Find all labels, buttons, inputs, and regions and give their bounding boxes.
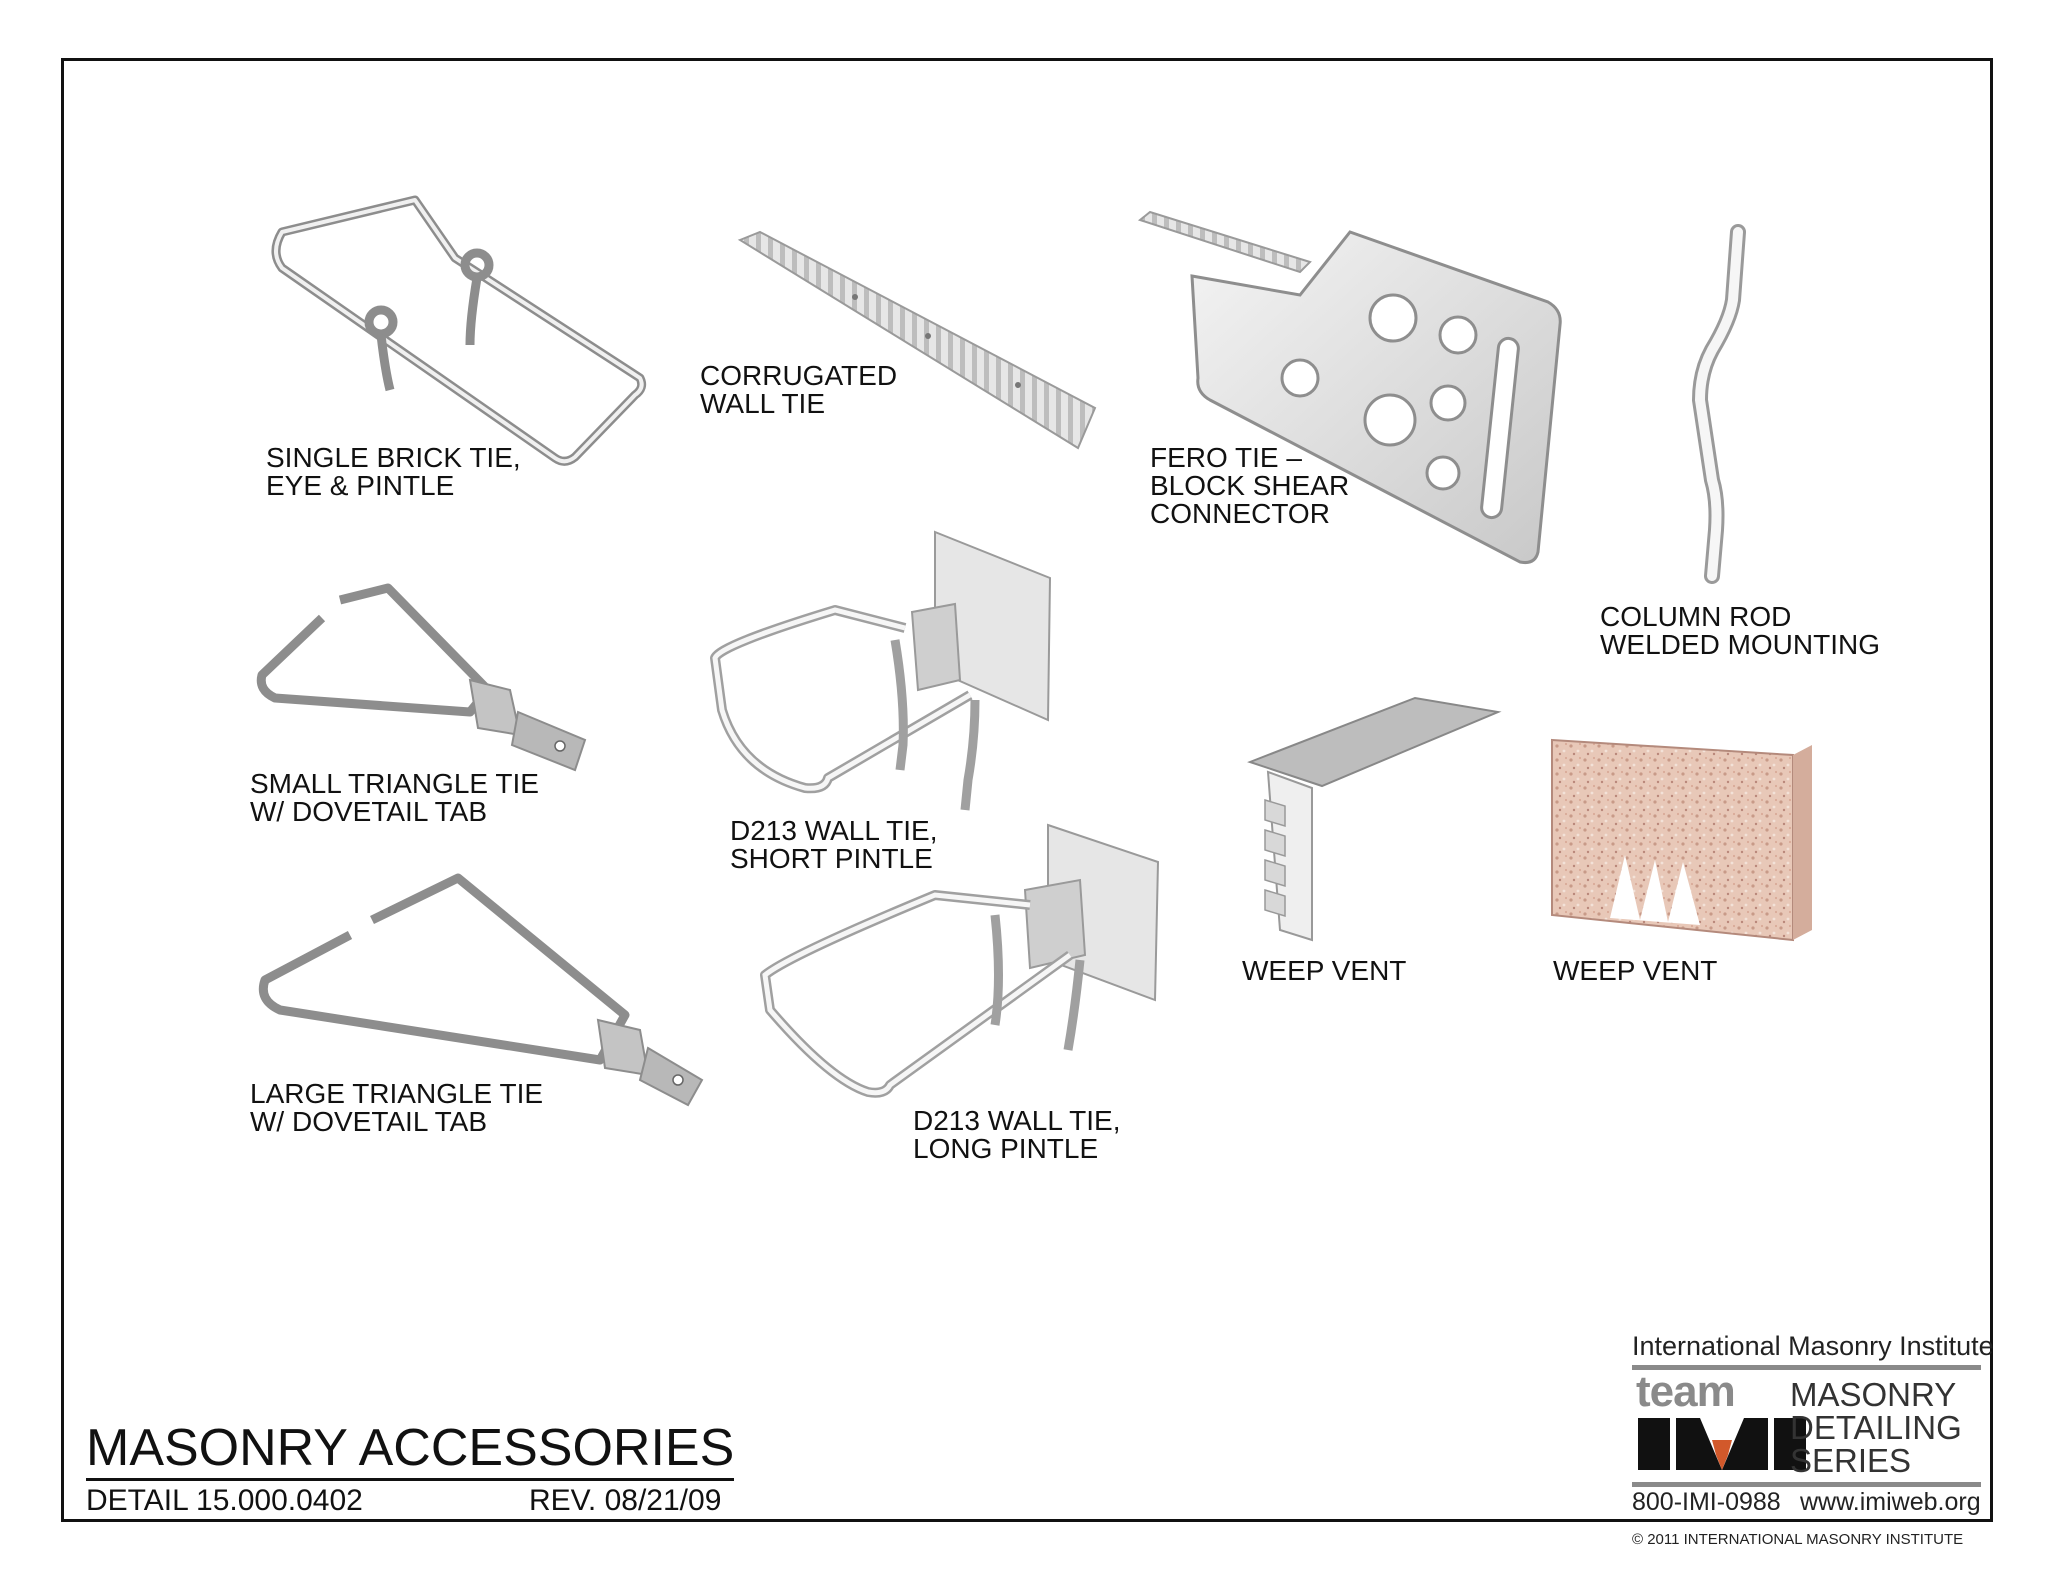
drawing-border bbox=[61, 58, 1993, 1522]
label-weep-vent-2: WEEP VENT bbox=[1553, 955, 1718, 986]
corrugated-wall-tie-illustration bbox=[737, 230, 1097, 450]
detail-number: DETAIL 15.000.0402 bbox=[86, 1484, 363, 1517]
fero-tie-illustration bbox=[1137, 210, 1562, 564]
single-brick-tie-illustration bbox=[271, 195, 647, 466]
label-d213-short-pintle: D213 WALL TIE,SHORT PINTLE bbox=[730, 815, 938, 874]
website-link[interactable]: www.imiweb.org bbox=[1800, 1488, 1981, 1516]
phone-number: 800-IMI-0988 bbox=[1632, 1488, 1781, 1516]
weep-vent-1-illustration bbox=[1247, 696, 1502, 942]
logo-divider-top bbox=[1632, 1365, 1981, 1370]
weep-vent-2-illustration bbox=[1551, 738, 1812, 942]
d213-long-pintle-illustration bbox=[760, 823, 1160, 1098]
small-triangle-tie-illustration bbox=[256, 583, 587, 772]
label-weep-vent-1: WEEP VENT bbox=[1242, 955, 1407, 986]
label-d213-long-pintle: D213 WALL TIE,LONG PINTLE bbox=[913, 1105, 1121, 1164]
large-triangle-tie-illustration bbox=[258, 873, 704, 1107]
copyright-notice: © 2011 INTERNATIONAL MASONRY INSTITUTE bbox=[1632, 1531, 1964, 1548]
logo-team-text: team bbox=[1636, 1367, 1736, 1416]
institute-name: International Masonry Institute bbox=[1632, 1331, 1994, 1361]
drawing-title: MASONRY ACCESSORIES bbox=[86, 1422, 735, 1481]
d213-short-pintle-illustration bbox=[710, 530, 1052, 811]
logo-divider-bottom bbox=[1632, 1482, 1981, 1487]
imi-logo-mark bbox=[1638, 1418, 1806, 1470]
label-single-brick-tie: SINGLE BRICK TIE,EYE & PINTLE bbox=[266, 442, 521, 501]
revision-date: REV. 08/21/09 bbox=[529, 1484, 722, 1517]
column-rod-illustration bbox=[1691, 224, 1746, 584]
